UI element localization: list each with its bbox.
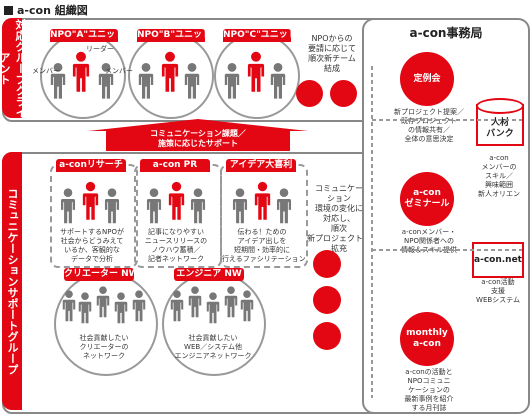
monthly-circle: monthly a-con — [400, 312, 454, 366]
team-research-desc: サポートするNPOが 社会からどうみえて いるか、客観的な データで分析 — [60, 228, 124, 263]
office-connectors — [371, 66, 522, 398]
talent-bank-label: 人材 バンク — [486, 118, 514, 139]
engineer-nw-tab: エンジニア NW — [174, 268, 244, 281]
engineer-nw-desc: 社会貢献したい WEB／システム他 エンジニアネットワーク — [174, 334, 252, 360]
new-project-circle-1 — [313, 250, 341, 278]
page-title: a-con 組織図 — [4, 2, 88, 18]
new-team-circle-1 — [296, 80, 323, 107]
unit-a-tab: NPO"A"ユニット — [50, 29, 125, 42]
creator-nw-tab: クリエーター NW — [64, 268, 139, 281]
monthly-desc: a-conの活動と NPOコミュニ ケーションの 最新事例を紹介 する月刊誌 — [404, 368, 454, 412]
new-team-circle-2 — [330, 80, 357, 107]
support-note: コミュニケー ション 環境の変化に 対応し、 順次 新プロジェクトを 拡充 — [307, 184, 371, 253]
new-project-circle-2 — [313, 286, 341, 314]
acon-net-box: a-con.net — [472, 242, 524, 278]
seminar-circle: a-con ゼミナール — [400, 172, 454, 226]
member-label-left: メンバー — [32, 67, 60, 75]
team-people — [60, 181, 292, 224]
team-ideas-desc: 伝わる！ための アイデア出しを 短期間・効率的に 行えるファシリテーション — [222, 228, 306, 263]
support-arrow — [88, 119, 308, 151]
team-pr-desc: 記事になりやすい ニュースリリースの ノウハウ蓄積／ 記者ネットワーク — [144, 228, 208, 263]
unit-b-tab: NPO"B"ユニット — [137, 29, 212, 42]
talent-bank-desc: a-con メンバーの スキル／ 興味範囲 新人オリエン — [478, 154, 520, 198]
acon-net-desc: a-con活動 支援 WEBシステム — [476, 278, 520, 304]
page-title-text: a-con 組織図 — [17, 4, 88, 17]
new-project-circle-3 — [313, 322, 341, 350]
talent-bank-cylinder-top — [476, 98, 524, 114]
npo-note: NPOからの 要請に応じて 順次新チーム 結成 — [308, 34, 356, 73]
support-group-label: コミュニケーションサポートグループ — [2, 152, 22, 410]
office-title: a-con事務局 — [409, 26, 483, 40]
regular-meeting-circle: 定例会 — [400, 52, 454, 106]
team-research-tab: a-conリサーチ — [56, 159, 126, 172]
unit-c-tab: NPO"C"ユニット — [223, 29, 297, 42]
team-ideas-tab: アイデア大喜利 — [226, 159, 296, 172]
member-label-right: メンバー — [105, 67, 133, 75]
network-people — [62, 286, 254, 324]
unit-people — [50, 51, 286, 99]
arrow-text: コミュニケーション課題／ 施策に応じたサポート — [150, 129, 246, 148]
leader-label: リーダー — [86, 45, 114, 53]
team-pr-tab: a-con PR — [140, 159, 210, 172]
creator-nw-desc: 社会貢献したい クリエーターの ネットワーク — [79, 334, 129, 360]
engineer-nw-circle — [162, 272, 266, 376]
client-group-label: 対応グループクライアント — [0, 18, 27, 118]
